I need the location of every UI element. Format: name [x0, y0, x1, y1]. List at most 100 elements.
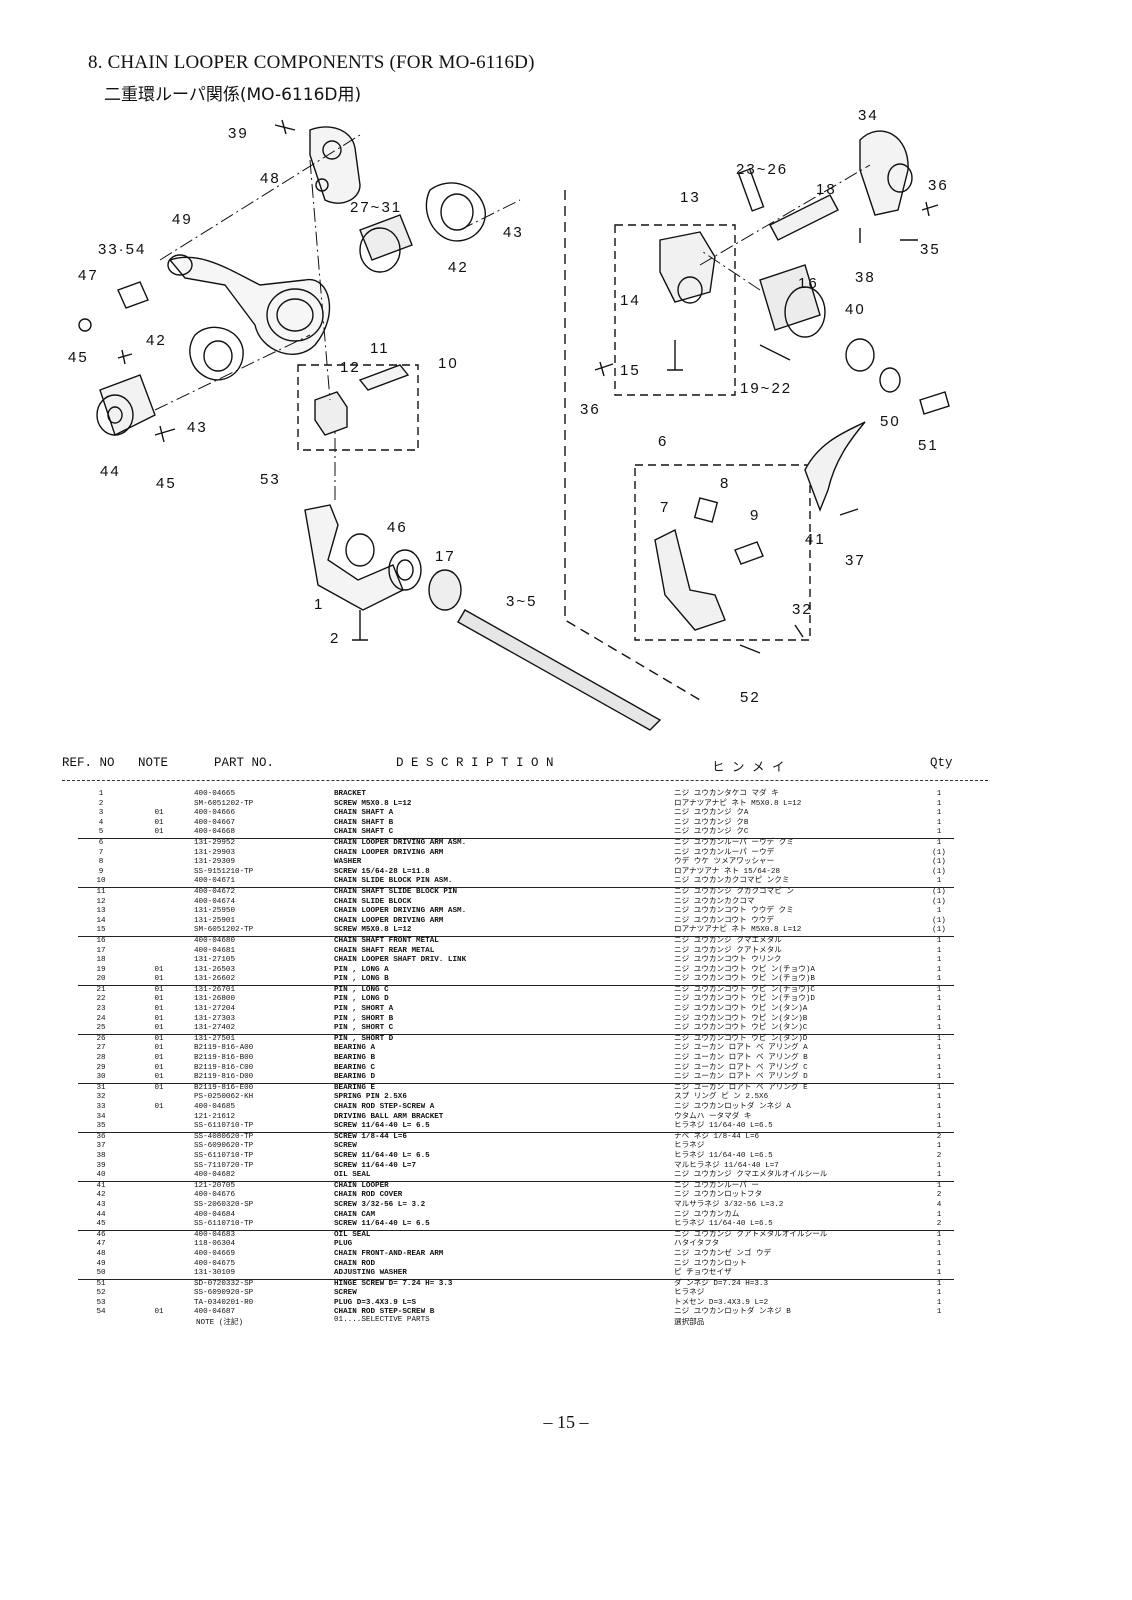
cell-qty: 1 [936, 1259, 942, 1268]
cell-ref: 16 [96, 936, 106, 945]
cell-ref: 46 [96, 1230, 106, 1239]
cell-qty: 2 [936, 1191, 942, 1200]
cell-note: 01 [154, 1014, 164, 1023]
cell-note [124, 1240, 194, 1250]
cell-note [124, 1250, 194, 1260]
cell-part: B2119-816-B00 [194, 1054, 254, 1063]
cell-part: SD-0720332-SP [194, 1279, 254, 1288]
cell-qty: 1 [936, 1240, 942, 1249]
cell-note [124, 858, 194, 868]
part-19-22-pin [759, 344, 791, 361]
cell-part: 131-26503 [194, 965, 236, 974]
cell-qty: 1 [936, 1063, 942, 1072]
cell-qty: 1 [924, 1269, 954, 1280]
cell-desc: BEARING E [334, 1083, 376, 1092]
callout-label: 16 [798, 275, 819, 292]
cell-ref: 37 [96, 1142, 106, 1151]
cell-kana: ニジ ユウカンカム [674, 1210, 740, 1219]
part-17-rear-metal [428, 569, 462, 611]
cell-ref: 45 [78, 1220, 124, 1231]
cell-part: 131-30109 [194, 1269, 334, 1280]
cell-ref: 47 [96, 1240, 106, 1249]
cell-kana: ニジ ユウカンコウト ウリンク [674, 956, 782, 965]
cell-note: 01 [154, 1063, 164, 1072]
cell-desc: CHAIN ROD COVER [334, 1191, 403, 1200]
cell-part: 131-29952 [194, 838, 236, 847]
cell-kana: ニジ ユウカンジ クB [674, 818, 749, 827]
callout-label: 9 [750, 507, 760, 524]
part-39-screw [274, 119, 296, 135]
cell-part: 121-20705 [194, 1181, 236, 1190]
cell-ref: 12 [96, 897, 106, 906]
cell-ref: 14 [96, 916, 106, 925]
cell-note [124, 1093, 194, 1103]
cell-desc: CHAIN SLIDE BLOCK [334, 897, 412, 906]
cell-part: PS-0250062-KH [194, 1093, 254, 1102]
cell-ref: 23 [96, 1005, 106, 1014]
cell-ref: 27 [96, 1044, 106, 1053]
cell-desc: SCREW 11/64-40 L= 6.5 [334, 1151, 430, 1160]
callout-label: 7 [660, 499, 670, 516]
cell-ref: 36 [96, 1132, 106, 1141]
cell-note [124, 849, 194, 859]
cell-kana: ヒラネジ 11/64-40 L=6.5 [674, 1220, 924, 1231]
cell-note [124, 898, 194, 908]
cell-ref: 11 [96, 887, 106, 896]
cell-note [124, 800, 194, 810]
cell-desc: SCREW 15/64-28 L=11.8 [334, 867, 430, 876]
cell-note [124, 1230, 194, 1240]
cell-note: 01 [124, 1073, 194, 1084]
cell-ref: 48 [96, 1249, 106, 1258]
cell-ref: 43 [96, 1200, 106, 1209]
cell-qty: 1 [936, 936, 942, 945]
part-23-26-pin [737, 168, 765, 212]
cell-kana: スプ リング ピ ン 2.5X6 [674, 1093, 769, 1102]
part-44-chain-cam [99, 374, 156, 436]
cell-note [124, 1181, 194, 1191]
cell-ref: 35 [78, 1122, 124, 1133]
diagram-labels: 39 48 49 27~31 43 33·54 47 42 42 45 11 1… [68, 107, 947, 706]
cell-qty: 1 [924, 1171, 954, 1182]
cell-kana: ニジ ユウカンコウト ウピ ン(タン)C [674, 1024, 924, 1035]
cell-desc: SCREW 11/64-40 L=7 [334, 1161, 417, 1170]
cell-part: 131-27204 [194, 1005, 236, 1014]
cell-desc: CHAIN CAM [334, 1210, 376, 1219]
cell-desc: PIN , SHORT D [334, 1034, 394, 1043]
cell-note: 01 [154, 1005, 164, 1014]
cell-note [124, 1122, 194, 1133]
cell-part: 400-04674 [194, 897, 236, 906]
cell-kana: ニジ ユウカンジ クC [674, 828, 924, 839]
cell-part: SS-6090620-TP [194, 1142, 254, 1151]
part-45-screw-b [154, 425, 176, 443]
cell-kana: ニジ ユウカンジ クマエメタル [674, 936, 782, 945]
cell-part: 400-04680 [194, 936, 236, 945]
cell-note [124, 1142, 194, 1152]
cell-desc: CHAIN SHAFT A [334, 809, 394, 818]
cell-note [124, 936, 194, 946]
cell-part: 400-04675 [194, 1259, 236, 1268]
cell-kana: ロアナツアナ ネト 15/64-28 [674, 867, 781, 876]
cell-ref: 39 [96, 1161, 106, 1170]
callout-label: 18 [816, 181, 837, 198]
cell-desc: SCREW 1/8-44 L=6 [334, 1132, 407, 1141]
cell-kana: ニジ ユウカンルーパ ー [674, 1181, 759, 1190]
cell-desc: SCREW [334, 1289, 357, 1298]
cell-note [124, 1269, 194, 1280]
cell-qty: (1) [932, 887, 946, 896]
part-8-washer [693, 497, 719, 523]
part-3-5-chain-shaft [457, 609, 662, 731]
note-kana: 選択部品 [674, 1319, 705, 1327]
cell-part: 400-04672 [194, 887, 236, 896]
